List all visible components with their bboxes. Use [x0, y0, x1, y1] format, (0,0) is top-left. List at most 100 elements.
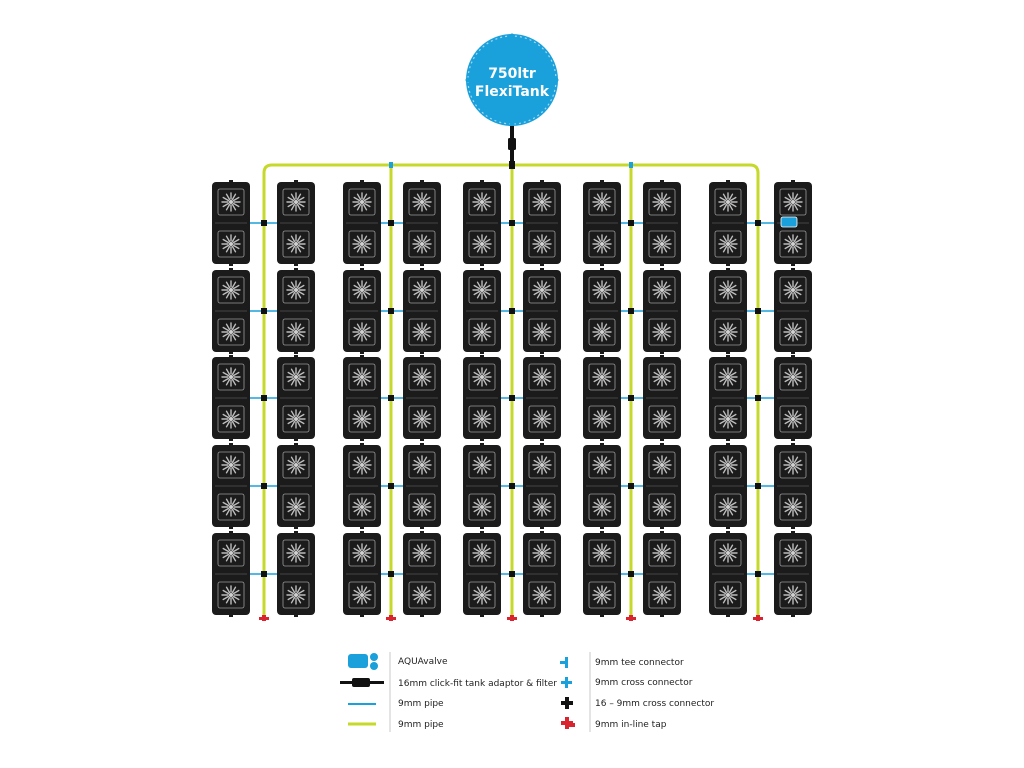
pot-pair — [774, 355, 812, 441]
legend-cross-16-9: 16 – 9mm cross connector — [595, 699, 714, 709]
pot-pair — [583, 268, 621, 354]
pot-pair — [523, 268, 561, 354]
cross-connector — [755, 483, 761, 489]
pot-pair — [709, 268, 747, 354]
legend-tap: 9mm in-line tap — [595, 720, 667, 730]
cross-connector — [261, 395, 267, 401]
tee-connector — [389, 162, 393, 168]
inline-tap — [386, 615, 396, 621]
pot-pair — [583, 531, 621, 617]
cross-connector-icon — [561, 677, 572, 688]
inline-tap — [753, 615, 763, 621]
legend-pipe-blue: 9mm pipe — [398, 699, 444, 709]
pot-pair — [774, 531, 812, 617]
pot-pair — [774, 268, 812, 354]
cross-connector — [261, 483, 267, 489]
pot-pair — [403, 355, 441, 441]
cross-connector — [628, 220, 634, 226]
cross-connector — [261, 220, 267, 226]
flexitank: 750ltr FlexiTank — [465, 33, 559, 127]
pot-pair — [212, 268, 250, 354]
pot-pair — [643, 355, 681, 441]
pot-pair — [343, 268, 381, 354]
pot-pair — [212, 180, 250, 266]
pot-pair — [463, 268, 501, 354]
inline-tap-icon — [561, 717, 575, 729]
inline-tap — [259, 615, 269, 621]
cross-connector — [388, 308, 394, 314]
pot-pair — [277, 268, 315, 354]
pot-pair — [343, 443, 381, 529]
pot-pair — [463, 443, 501, 529]
cross-connector — [388, 571, 394, 577]
pot-pair — [343, 531, 381, 617]
pot-pair — [583, 180, 621, 266]
cross-connector — [755, 395, 761, 401]
pot-pair — [212, 531, 250, 617]
cross-connector — [628, 483, 634, 489]
aquavalve-icon — [348, 653, 378, 670]
pot-pair — [709, 531, 747, 617]
pot-pair — [583, 443, 621, 529]
pot-pair — [643, 268, 681, 354]
aquavalve — [780, 216, 798, 228]
legend-tank-adaptor: 16mm click-fit tank adaptor & filter — [398, 679, 557, 689]
pot-pair — [277, 355, 315, 441]
legend-tee: 9mm tee connector — [595, 658, 684, 668]
legend-aquavalve: AQUAvalve — [398, 657, 448, 667]
cross-connector — [628, 308, 634, 314]
cross-16-9-connector-icon — [561, 697, 573, 709]
pot-pair — [643, 180, 681, 266]
cross-connector — [509, 308, 515, 314]
pot-pair — [709, 443, 747, 529]
pipe-network — [250, 161, 798, 621]
cross-connector — [388, 220, 394, 226]
cross-connector — [628, 571, 634, 577]
pot-pair — [343, 180, 381, 266]
cross-connector — [388, 483, 394, 489]
tank-label-line1: 750ltr — [488, 66, 536, 82]
cross-connector — [509, 483, 515, 489]
cross-connector — [755, 308, 761, 314]
cross-connector — [509, 395, 515, 401]
pot-pair — [643, 443, 681, 529]
legend: AQUAvalve 16mm click-fit tank adaptor & … — [340, 652, 714, 732]
pot-pair — [463, 355, 501, 441]
cross-connector — [388, 395, 394, 401]
pot-pair — [463, 531, 501, 617]
tee-connector-icon — [560, 657, 568, 668]
pot-pair — [523, 355, 561, 441]
pot-pair — [523, 180, 561, 266]
pot-pair — [277, 443, 315, 529]
inline-tap — [626, 615, 636, 621]
tank-adaptor-icon — [340, 678, 384, 687]
pot-pair — [212, 443, 250, 529]
legend-cross: 9mm cross connector — [595, 678, 693, 688]
cross-connector — [509, 220, 515, 226]
legend-pipe-green: 9mm pipe — [398, 720, 444, 730]
pot-pair — [643, 531, 681, 617]
cross-connector — [755, 571, 761, 577]
pot-pair — [343, 355, 381, 441]
cross-connector — [755, 220, 761, 226]
cross-connector — [261, 571, 267, 577]
pot-grid — [212, 180, 812, 617]
cross-connector — [628, 395, 634, 401]
pot-pair — [277, 531, 315, 617]
pot-pair — [583, 355, 621, 441]
pot-pair — [523, 443, 561, 529]
cross-16-9-connector — [509, 161, 515, 169]
pot-pair — [403, 443, 441, 529]
pot-pair — [403, 180, 441, 266]
tee-connector — [629, 162, 633, 168]
pot-pair — [403, 531, 441, 617]
pot-pair — [277, 180, 315, 266]
pot-pair — [774, 443, 812, 529]
cross-connector — [261, 308, 267, 314]
cross-connector — [509, 571, 515, 577]
tank-adaptor — [508, 126, 516, 164]
pot-pair — [523, 531, 561, 617]
pot-pair — [709, 180, 747, 266]
pot-pair — [212, 355, 250, 441]
